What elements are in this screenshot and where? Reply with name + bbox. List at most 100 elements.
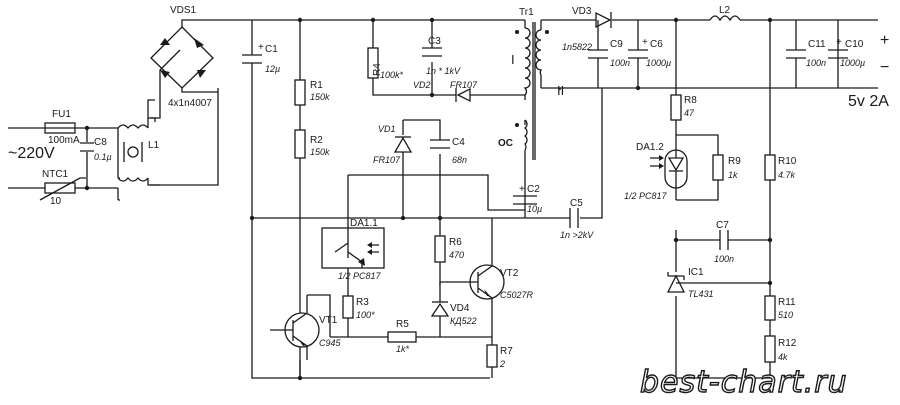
capacitor-c11: C11 100n [786,20,826,88]
c9-value: 100n [610,58,630,68]
tr1-secondary: II [557,83,564,98]
resistor-r10: R10 4.7k [764,154,797,181]
r4-value: 100k* [380,70,404,80]
c7-ref: C7 [716,220,729,231]
r11-ref: R11 [778,297,796,308]
r6-ref: R6 [449,237,462,248]
resistor-r11: R11 510 [764,295,796,321]
output-plus: + [880,32,889,49]
tr1-primary: I [511,52,515,67]
r7-ref: R7 [500,346,513,357]
resistor-r2: R2 150k [294,129,330,159]
vd2-value: FR107 [450,80,478,90]
r4-ref: R4 [372,63,383,76]
thermistor-ntc1: NTC1 10 [39,169,86,207]
choke-l2: L2 [709,5,741,22]
r5-value: 1k* [396,344,410,354]
c6-value: 1000µ [646,58,671,68]
c4-ref: C4 [452,137,465,148]
vt2-ref: VT2 [500,268,519,279]
c6-ref: C6 [650,39,663,50]
optocoupler-da12: DA1.2 1/2 PC817 [624,134,719,201]
resistor-r9: R9 1k [712,154,741,181]
choke-l1: L1 [117,124,160,182]
output-minus: − [880,59,889,76]
fu1-ref: FU1 [52,109,71,120]
vt2-value: C5027R [500,290,534,300]
transistor-vt2: VT2 C5027R [440,218,534,340]
transformer-tr1: Tr1 I II OC [498,7,564,210]
vt1-ref: VT1 [319,315,338,326]
regulator-ic1: IC1 TL431 [666,267,770,299]
resistor-r8: R8 47 [670,94,697,121]
vds1-value: 4x1n4007 [168,98,212,109]
output-label: 5v 2A [848,93,889,110]
c10-ref: C10 [845,39,864,50]
capacitor-c6: + C6 1000µ [628,20,671,88]
c1-polarity: + [258,42,264,53]
capacitor-c5: C5 1n >2kV [525,88,603,240]
vd1-ref: VD1 [378,124,396,134]
r8-value: 47 [684,108,695,118]
c7-value: 100n [714,254,734,264]
vd1-value: FR107 [373,155,401,165]
resistor-r1: R1 150k [294,79,330,106]
capacitor-c10: + C10 1000µ [828,37,865,68]
capacitor-c7: C7 100n [673,220,773,264]
r2-ref: R2 [310,135,323,146]
r12-value: 4k [778,352,788,362]
vds1-ref: VDS1 [170,5,197,16]
fuse-fu1: FU1 100mA [44,109,80,146]
optocoupler-da11: DA1.1 1/2 PC817 [321,175,385,281]
resistor-r4: R4 100k* [367,47,404,80]
r7-value: 2 [499,359,505,369]
c6-polarity: + [642,37,648,48]
da11-ref: DA1.1 [350,218,378,229]
transistor-vt1: VT1 C945 [270,294,388,360]
c9-ref: C9 [610,39,623,50]
capacitor-c3: C3 1n * 1kV [422,36,461,76]
da12-ref: DA1.2 [636,142,664,153]
c2-ref: C2 [527,184,540,195]
capacitor-c4: C4 68n [430,137,467,165]
c5-ref: C5 [570,198,583,209]
tr1-feedback: OC [498,138,513,149]
c5-value: 1n >2kV [560,230,594,240]
r11-value: 510 [778,310,793,320]
vt1-value: C945 [319,338,342,348]
diode-vd3: VD3 1n5822 [562,6,612,52]
c2-polarity: + [519,184,525,195]
c1-ref: C1 [265,44,278,55]
r9-ref: R9 [728,156,741,167]
vd2-ref: VD2 [413,80,431,90]
secondary-rails [560,17,878,379]
l1-ref: L1 [148,140,160,151]
resistor-r5: R5 1k* [387,319,492,354]
c8-value: 0.1µ [94,152,112,162]
c11-ref: C11 [808,39,826,50]
r3-value: 100* [356,310,375,320]
vd3-ref: VD3 [572,6,592,17]
resistor-r6: R6 470 [434,218,464,285]
c10-polarity: + [836,37,842,48]
l2-ref: L2 [719,5,731,16]
r12-ref: R12 [778,338,797,349]
r2-value: 150k [310,147,330,157]
da12-value: 1/2 PC817 [624,191,668,201]
mains-label: ~220V [8,145,55,162]
capacitor-c9: C9 100n [588,20,630,88]
resistor-r12: R12 4k [764,335,797,363]
r5-ref: R5 [396,319,409,330]
vd3-value: 1n5822 [562,42,592,52]
c4-value: 68n [452,155,467,165]
r8-ref: R8 [684,95,697,106]
ntc1-ref: NTC1 [42,169,69,180]
r9-value: 1k [728,170,738,180]
r3-ref: R3 [356,297,369,308]
primary-rails [249,17,525,381]
watermark: best-chart.ru [640,365,848,400]
ntc1-value: 10 [50,196,62,207]
diode-vd2: VD2 FR107 [413,80,478,103]
c8-ref: C8 [94,137,107,148]
